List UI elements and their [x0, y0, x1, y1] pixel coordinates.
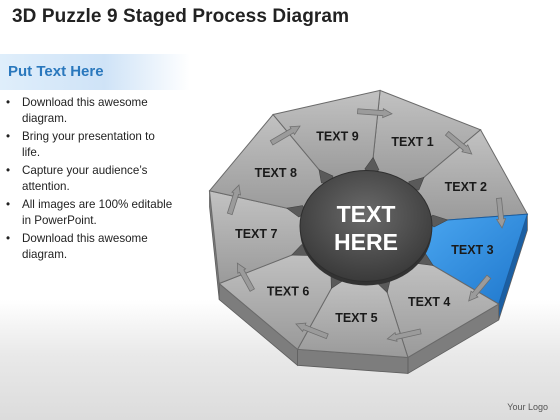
bullet-item: All images are 100% editable in PowerPoi… [4, 197, 174, 228]
flow-arrow [444, 130, 473, 155]
segment-label: TEXT 4 [408, 295, 450, 309]
bullet-item: Bring your presentation to life. [4, 129, 174, 160]
diagram-arrows [226, 107, 507, 342]
flow-arrow [269, 125, 301, 146]
flow-arrow [495, 197, 507, 229]
segment-label: TEXT 5 [335, 311, 377, 325]
flow-arrow [468, 274, 492, 302]
bullet-item: Download this awesome diagram. [4, 231, 174, 262]
flow-arrow [295, 322, 329, 340]
subtitle-bar [0, 54, 190, 90]
segment-label: TEXT 7 [235, 227, 277, 241]
center-circle [299, 170, 433, 282]
bullet-item: Capture your audience’s attention. [4, 163, 174, 194]
diagram-side-faces [209, 190, 528, 375]
segment-label: TEXT 6 [267, 284, 309, 298]
segment-label: TEXT 1 [391, 135, 433, 149]
logo-text: Your Logo [507, 402, 548, 412]
segment-label: TEXT 8 [255, 166, 297, 180]
page-title: 3D Puzzle 9 Staged Process Diagram [12, 6, 350, 27]
center-label: HERE [334, 229, 398, 255]
flow-arrow [386, 328, 422, 342]
flow-arrow [236, 262, 255, 292]
segment-label: TEXT 3 [451, 243, 493, 257]
bullet-list: Download this awesome diagram. Bring you… [4, 95, 174, 265]
segment-label: TEXT 9 [316, 130, 358, 144]
segment-label: TEXT 2 [445, 180, 487, 194]
flow-arrow [226, 184, 242, 216]
bullet-item: Download this awesome diagram. [4, 95, 174, 126]
center-label: TEXT [337, 201, 396, 227]
subtitle: Put Text Here [8, 63, 104, 80]
flow-arrow [357, 107, 393, 119]
